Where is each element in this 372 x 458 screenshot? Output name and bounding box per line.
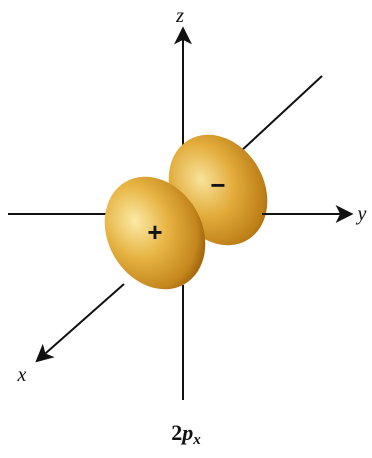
back-lobe-sign: − xyxy=(210,170,225,200)
z-axis-label: z xyxy=(175,5,184,27)
front-lobe: + xyxy=(104,176,206,290)
x-axis-label: x xyxy=(17,364,27,386)
front-lobe-sign: + xyxy=(147,217,162,247)
caption-subscript: x xyxy=(193,432,201,448)
x-axis-back-segment xyxy=(239,75,323,153)
orbital-caption: 2px xyxy=(0,420,372,453)
caption-letter: p xyxy=(182,420,194,445)
y-axis-label: y xyxy=(356,203,367,225)
caption-number: 2 xyxy=(171,420,183,445)
x-axis-front-segment xyxy=(35,283,125,363)
